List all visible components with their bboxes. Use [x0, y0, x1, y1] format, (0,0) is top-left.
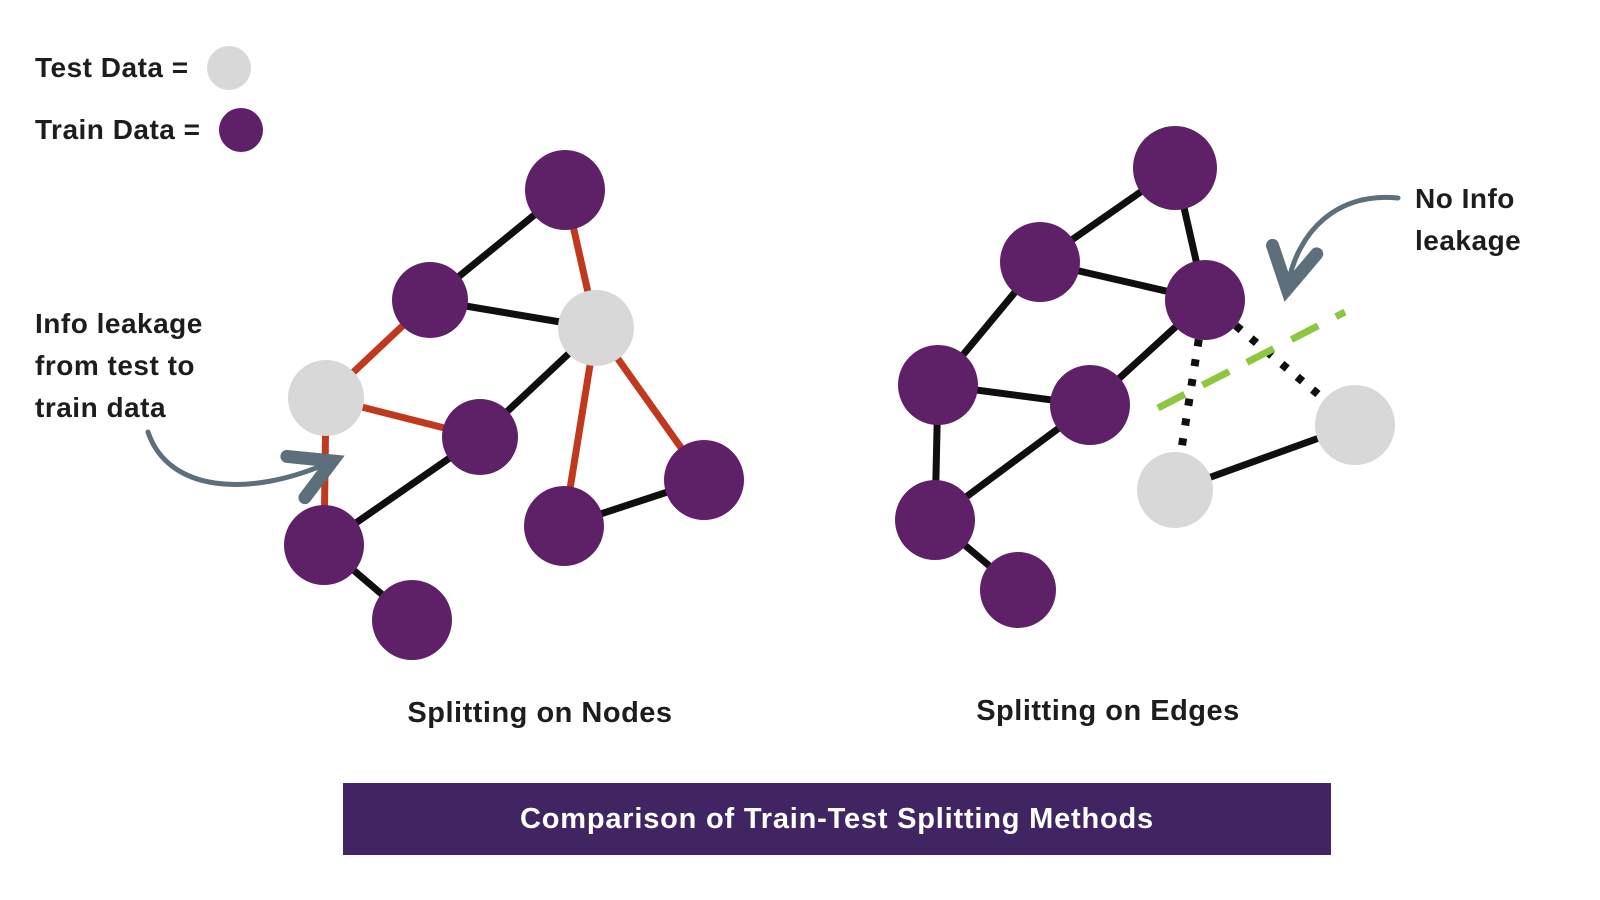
- graph-node-train: [895, 480, 975, 560]
- graph-node-train: [1133, 126, 1217, 210]
- graph-node-train: [524, 486, 604, 566]
- info-leakage-arrow: [145, 429, 345, 505]
- graph-node-train: [1000, 222, 1080, 302]
- legend-row-train: Train Data =: [35, 107, 263, 153]
- legend: Test Data = Train Data =: [35, 45, 263, 153]
- title-banner: Comparison of Train-Test Splitting Metho…: [343, 783, 1331, 855]
- graph-node-train: [284, 505, 364, 585]
- graph-node-train: [664, 440, 744, 520]
- caption-splitting-on-edges: Splitting on Edges: [976, 695, 1240, 727]
- no-leakage-annotation: No Info leakage: [1415, 183, 1522, 256]
- graph-node-train: [525, 150, 605, 230]
- banner-title: Comparison of Train-Test Splitting Metho…: [519, 802, 1154, 835]
- test-node-swatch: [206, 46, 251, 90]
- graph-node-train: [442, 399, 518, 475]
- graph-node-train: [898, 345, 978, 425]
- graph-node-train: [1050, 365, 1130, 445]
- graph-node-test: [1315, 385, 1395, 465]
- info-leakage-annotation: Info leakage from test to train data: [35, 308, 203, 423]
- annotation-arrows: [145, 194, 1401, 505]
- caption-splitting-on-nodes: Splitting on Nodes: [407, 697, 673, 729]
- graph-node-train: [1165, 260, 1245, 340]
- legend-train-label: Train Data =: [35, 114, 201, 145]
- graph-node-test: [1137, 452, 1213, 528]
- train-node-swatch: [218, 108, 263, 152]
- no-leakage-arrow: [1266, 194, 1401, 302]
- graph-node-test: [558, 290, 634, 366]
- graph-node-train: [372, 580, 452, 660]
- split-cut-line: [1156, 308, 1347, 412]
- legend-row-test: Test Data =: [35, 45, 263, 91]
- graph-node-train: [980, 552, 1056, 628]
- legend-test-label: Test Data =: [35, 52, 189, 83]
- graph-node-test: [288, 360, 364, 436]
- graphs-layer: [284, 126, 1395, 660]
- graph-node-train: [392, 262, 468, 338]
